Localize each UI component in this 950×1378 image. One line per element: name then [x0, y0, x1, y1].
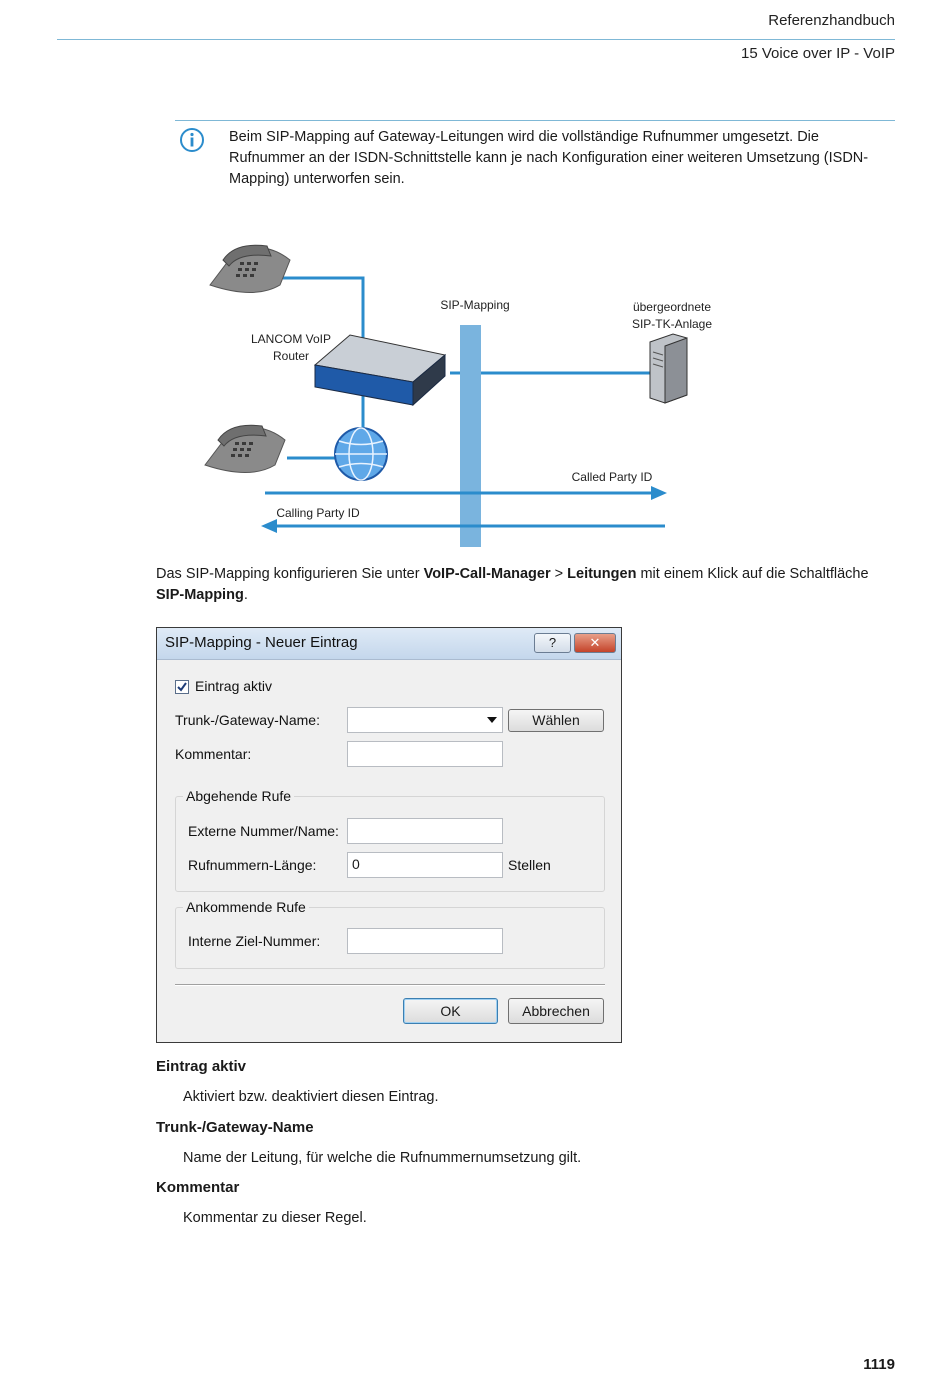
definition-desc: Aktiviert bzw. deaktiviert diesen Eintra…	[183, 1089, 439, 1105]
calling-party-arrow	[261, 519, 665, 533]
server-icon	[649, 333, 688, 404]
router-label: LANCOM VoIP Router	[245, 331, 337, 365]
called-party-label: Called Party ID	[571, 470, 653, 484]
internal-number-label: Interne Ziel-Nummer:	[188, 933, 321, 949]
active-label: Eintrag aktiv	[195, 678, 273, 694]
comment-input[interactable]	[347, 741, 503, 767]
chevron-down-icon	[487, 717, 497, 723]
sip-mapping-dialog: SIP-Mapping - Neuer Eintrag ? ✕ Eintrag …	[156, 627, 622, 1043]
called-party-arrow	[265, 486, 667, 500]
menu-path-leitungen: Leitungen	[567, 566, 637, 582]
sip-mapping-diagram	[204, 244, 688, 547]
intro-end: .	[243, 587, 248, 603]
number-length-input[interactable]: 0	[347, 852, 503, 878]
external-number-label: Externe Nummer/Name:	[188, 823, 339, 839]
button-name-sip-mapping: SIP-Mapping	[156, 587, 244, 603]
intro-separator: >	[550, 566, 568, 582]
definition-term: Trunk-/Gateway-Name	[156, 1119, 314, 1136]
note-rule	[175, 120, 895, 121]
trunk-label: Trunk-/Gateway-Name:	[175, 712, 320, 728]
pbx-label: übergeordnete SIP-TK-Anlage	[622, 299, 722, 333]
globe-icon	[334, 427, 388, 481]
pbx-label-line1: übergeordnete	[632, 300, 712, 314]
choose-button[interactable]: Wählen	[508, 709, 604, 732]
sip-mapping-bar	[460, 325, 481, 547]
internal-number-input[interactable]	[347, 928, 503, 954]
comment-label: Kommentar:	[175, 746, 252, 762]
dialog-separator	[175, 984, 605, 986]
intro-text-1: Das SIP-Mapping konfigurieren Sie unter	[156, 566, 424, 582]
chapter-title: 15 Voice over IP - VoIP	[741, 45, 895, 62]
ok-button[interactable]: OK	[403, 998, 498, 1024]
outgoing-group-title: Abgehende Rufe	[183, 788, 295, 804]
definition-term: Eintrag aktiv	[156, 1058, 247, 1075]
incoming-group	[175, 907, 605, 969]
pbx-label-line2: SIP-TK-Anlage	[631, 317, 713, 331]
book-title: Referenzhandbuch	[768, 12, 895, 29]
page-number: 1119	[863, 1356, 895, 1373]
trunk-select[interactable]	[347, 707, 503, 733]
phone-top-icon	[209, 244, 291, 293]
header-rule	[57, 39, 895, 40]
definition-desc: Name der Leitung, für welche die Rufnumm…	[183, 1150, 582, 1166]
definition-term: Kommentar	[156, 1179, 240, 1196]
checkmark-icon	[177, 682, 187, 692]
number-length-unit: Stellen	[508, 857, 551, 873]
close-button[interactable]: ✕	[574, 633, 616, 653]
info-icon	[180, 128, 204, 152]
note-text: Beim SIP-Mapping auf Gateway-Leitungen w…	[229, 129, 869, 187]
router-label-line2: Router	[272, 349, 310, 363]
external-number-input[interactable]	[347, 818, 503, 844]
router-label-line1: LANCOM VoIP	[250, 332, 332, 346]
dialog-title: SIP-Mapping - Neuer Eintrag	[165, 634, 358, 651]
definition-desc: Kommentar zu dieser Regel.	[183, 1210, 367, 1226]
dialog-titlebar: SIP-Mapping - Neuer Eintrag ? ✕	[157, 628, 621, 660]
incoming-group-title: Ankommende Rufe	[183, 899, 309, 915]
help-button[interactable]: ?	[534, 633, 571, 653]
menu-path-voip: VoIP-Call-Manager	[423, 566, 551, 582]
sip-mapping-label: SIP-Mapping	[440, 298, 510, 312]
active-checkbox[interactable]	[175, 680, 189, 694]
phone-top-line	[283, 276, 365, 348]
intro-paragraph: Das SIP-Mapping konfigurieren Sie unter …	[156, 564, 896, 606]
cancel-button[interactable]: Abbrechen	[508, 998, 604, 1024]
intro-text-2: mit einem Klick auf die Schaltfläche	[636, 566, 869, 582]
number-length-label: Rufnummern-Länge:	[188, 857, 317, 873]
outgoing-group	[175, 796, 605, 892]
router-icon	[313, 334, 447, 407]
calling-party-label: Calling Party ID	[276, 506, 360, 520]
phone-bottom-icon	[204, 424, 286, 473]
